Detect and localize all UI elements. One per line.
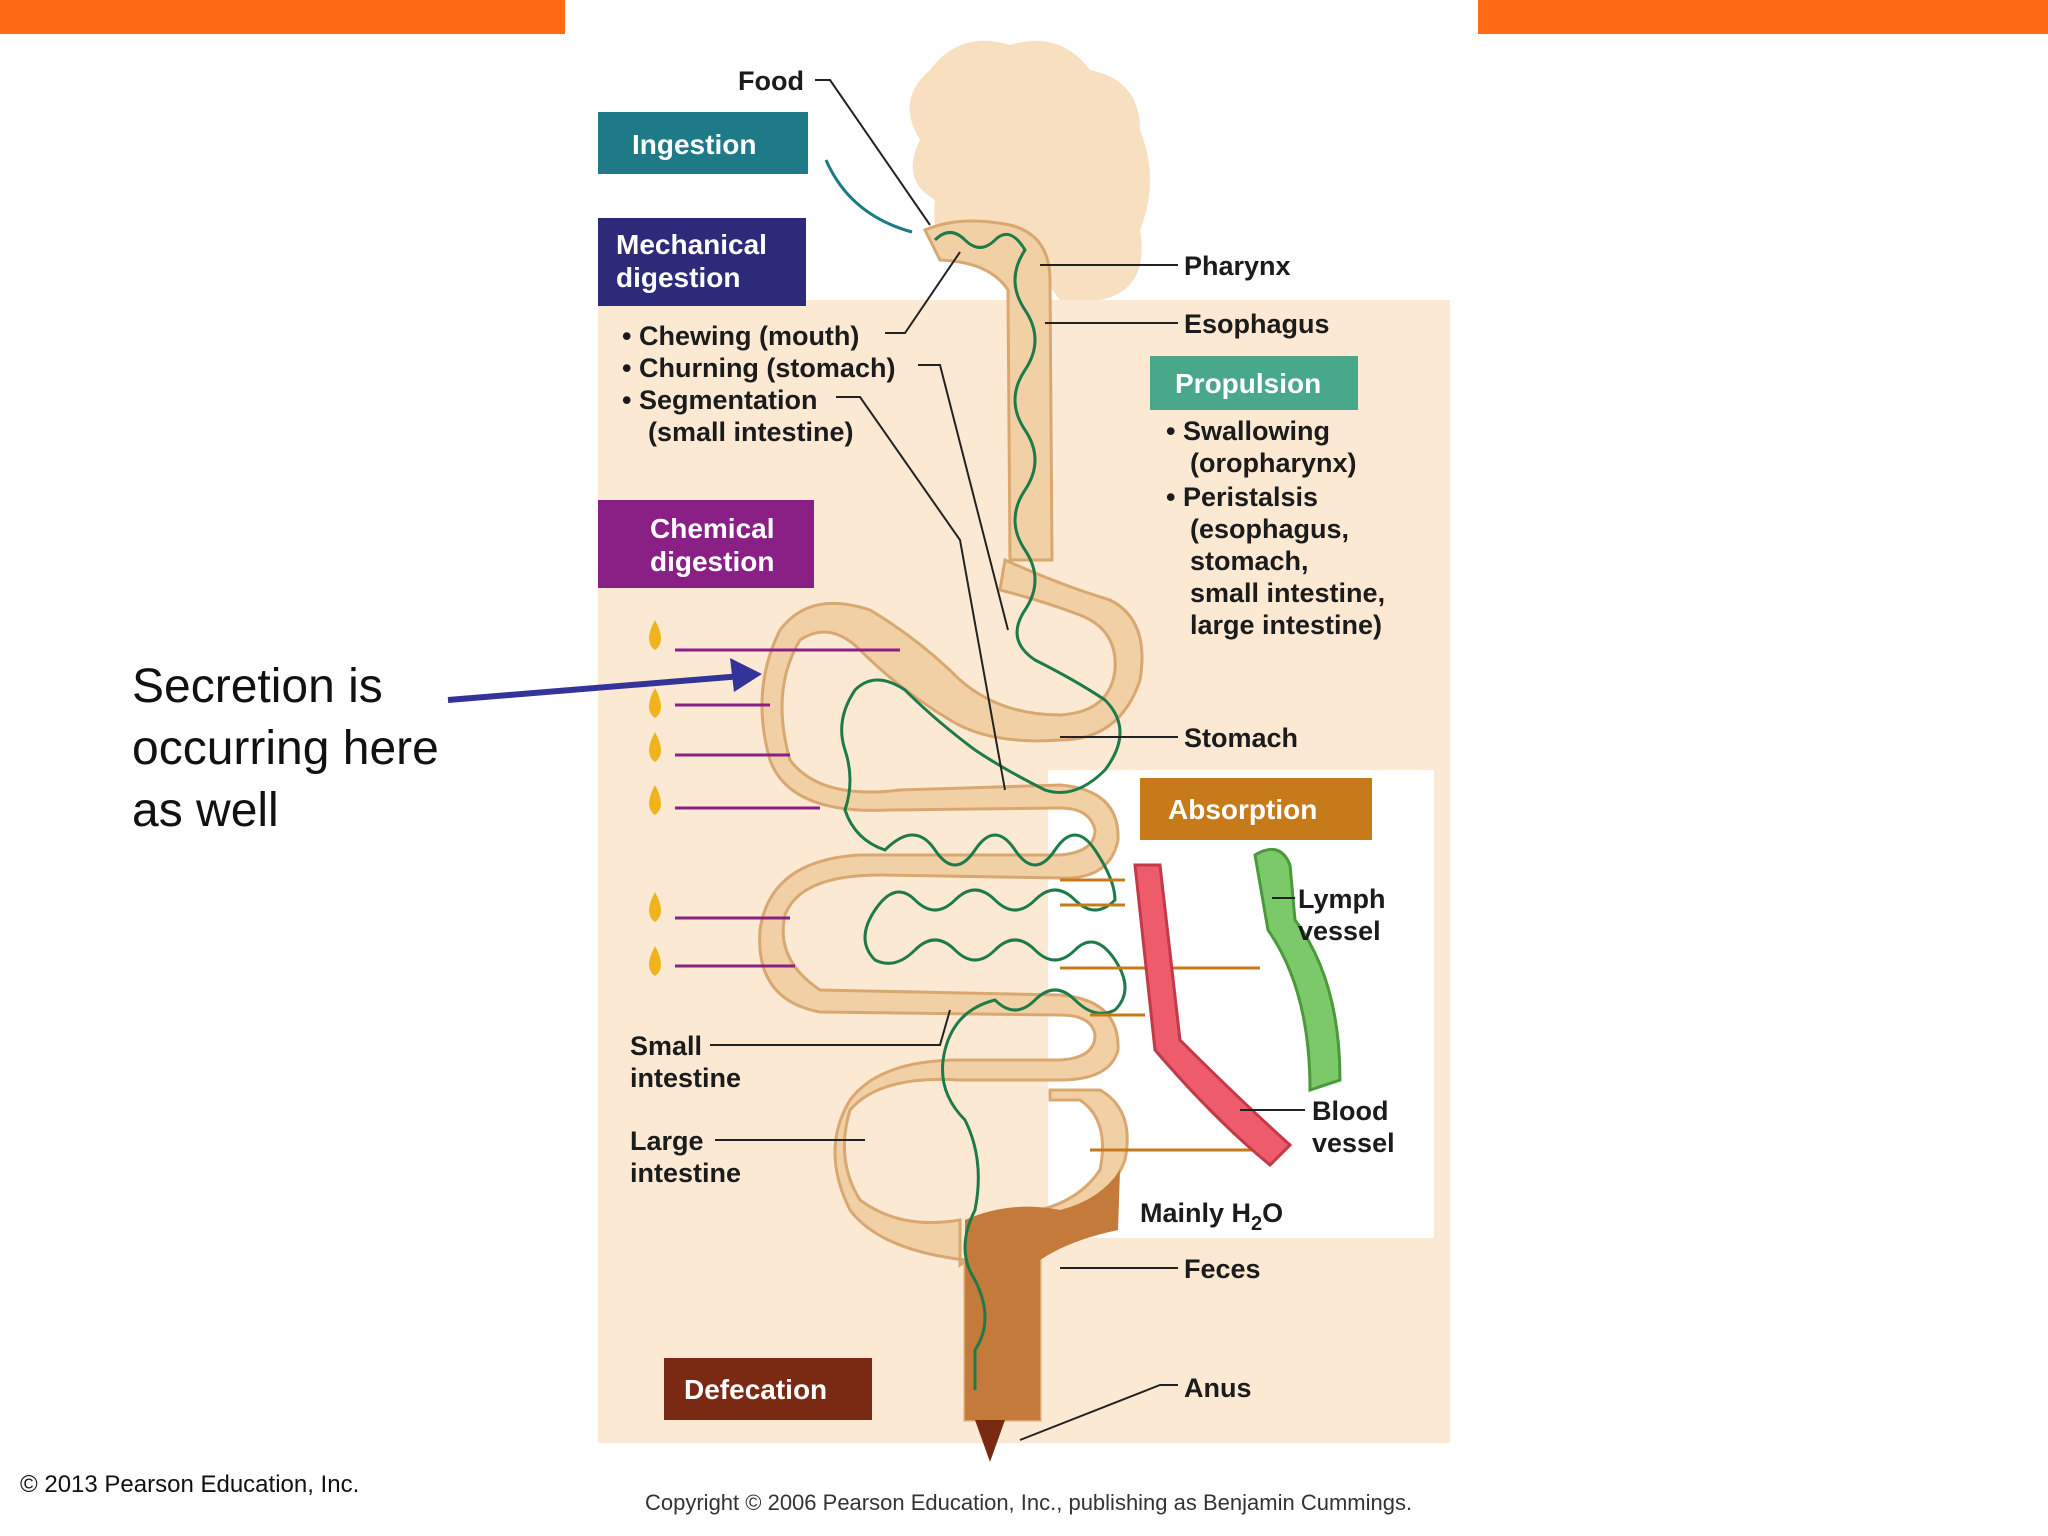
label-anus: Anus bbox=[1184, 1373, 1252, 1403]
mechanical-digestion-label-line2: digestion bbox=[616, 262, 740, 293]
propulsion-list-line-5: stomach, bbox=[1190, 546, 1309, 576]
absorption-arrows bbox=[1060, 878, 1260, 1152]
chemical-digestion-label-line1: Chemical bbox=[650, 513, 775, 544]
propulsion-list-line-7: large intestine) bbox=[1190, 610, 1382, 640]
label-lymph-vessel-line1: Lymph bbox=[1298, 884, 1386, 914]
label-pharynx: Pharynx bbox=[1184, 251, 1291, 281]
annotation-line-3: as well bbox=[132, 784, 279, 837]
propulsion-label: Propulsion bbox=[1175, 368, 1321, 399]
top-accent-bar-left bbox=[0, 0, 565, 34]
absorption-label: Absorption bbox=[1168, 794, 1317, 825]
ingestion-box bbox=[598, 112, 808, 174]
mechanical-list-item-3: • Segmentation bbox=[622, 385, 817, 415]
defecation-arrow bbox=[975, 1420, 1005, 1462]
ingestion-label: Ingestion bbox=[632, 129, 756, 160]
annotation-line-2: occurring here bbox=[132, 722, 439, 775]
label-small-intestine-line1: Small bbox=[630, 1031, 702, 1061]
label-esophagus: Esophagus bbox=[1184, 309, 1330, 339]
secretion-arrows bbox=[675, 648, 900, 968]
label-feces: Feces bbox=[1184, 1254, 1261, 1284]
ingestion-arrow bbox=[824, 159, 913, 234]
label-small-intestine-line2: intestine bbox=[630, 1063, 741, 1093]
label-blood-vessel-line1: Blood bbox=[1312, 1096, 1388, 1126]
label-blood-vessel-line2: vessel bbox=[1312, 1128, 1395, 1158]
propulsion-list-line-4: (esophagus, bbox=[1190, 514, 1349, 544]
mechanical-list-item-3b: (small intestine) bbox=[648, 417, 854, 447]
mechanical-list-item-2: • Churning (stomach) bbox=[622, 353, 895, 383]
mucosa-line bbox=[840, 231, 1127, 1390]
propulsion-box bbox=[1150, 356, 1358, 410]
label-large-intestine-line2: intestine bbox=[630, 1158, 741, 1188]
absorption-box bbox=[1140, 778, 1372, 840]
defecation-box bbox=[664, 1358, 872, 1420]
mechanical-digestion-box bbox=[598, 218, 806, 306]
leader-lines bbox=[710, 79, 1305, 1441]
chemical-digestion-label-line2: digestion bbox=[650, 546, 774, 577]
propulsion-list-line-6: small intestine, bbox=[1190, 578, 1385, 608]
blood-vessel bbox=[1133, 863, 1293, 1168]
label-mainly-water: Mainly H2O bbox=[1140, 1198, 1283, 1235]
lymph-vessel bbox=[1253, 847, 1342, 1093]
annotation-arrow-head bbox=[730, 658, 762, 692]
label-stomach: Stomach bbox=[1184, 723, 1298, 753]
footer-center-copyright: Copyright © 2006 Pearson Education, Inc.… bbox=[645, 1490, 1412, 1515]
annotation-line-1: Secretion is bbox=[132, 660, 383, 713]
feces-fill bbox=[965, 1170, 1120, 1420]
top-accent-bar-right bbox=[1478, 0, 2048, 34]
label-large-intestine-line1: Large bbox=[630, 1126, 704, 1156]
gi-tract bbox=[758, 219, 1144, 1422]
defecation-label: Defecation bbox=[684, 1374, 827, 1405]
label-food: Food bbox=[738, 66, 804, 96]
propulsion-list-line-2: (oropharynx) bbox=[1190, 448, 1357, 478]
label-lymph-vessel-line2: vessel bbox=[1298, 916, 1381, 946]
food-cloud bbox=[909, 40, 1150, 300]
propulsion-list-line-1: • Swallowing bbox=[1166, 416, 1330, 446]
annotation-arrow-shaft bbox=[447, 673, 743, 703]
footer-left-copyright: © 2013 Pearson Education, Inc. bbox=[20, 1471, 359, 1498]
chemical-digestion-box bbox=[598, 500, 814, 588]
mechanical-digestion-label-line1: Mechanical bbox=[616, 229, 767, 260]
propulsion-list-line-3: • Peristalsis bbox=[1166, 482, 1318, 512]
mechanical-list-item-1: • Chewing (mouth) bbox=[622, 321, 859, 351]
secretion-drops bbox=[622, 523, 661, 976]
label-mainly-water-subscript: 2 bbox=[1251, 1213, 1262, 1235]
